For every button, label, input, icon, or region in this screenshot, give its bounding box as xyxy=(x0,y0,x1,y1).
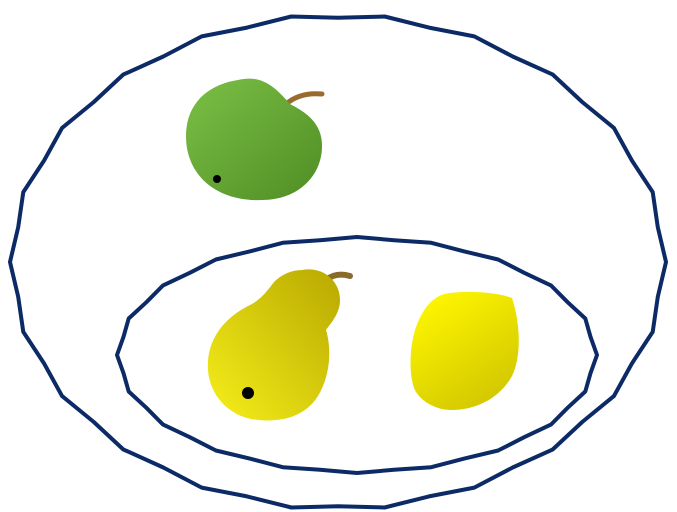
apple-stem xyxy=(286,94,322,104)
pear-body xyxy=(208,269,340,420)
apple-spot xyxy=(213,175,221,183)
inner-set-boundary xyxy=(117,237,597,473)
pear-spot xyxy=(242,387,254,399)
apple-icon xyxy=(186,79,322,201)
pear-icon xyxy=(208,269,350,420)
outer-set-boundary xyxy=(10,17,666,508)
lemon-body xyxy=(411,292,519,410)
lemon-icon xyxy=(411,292,519,410)
